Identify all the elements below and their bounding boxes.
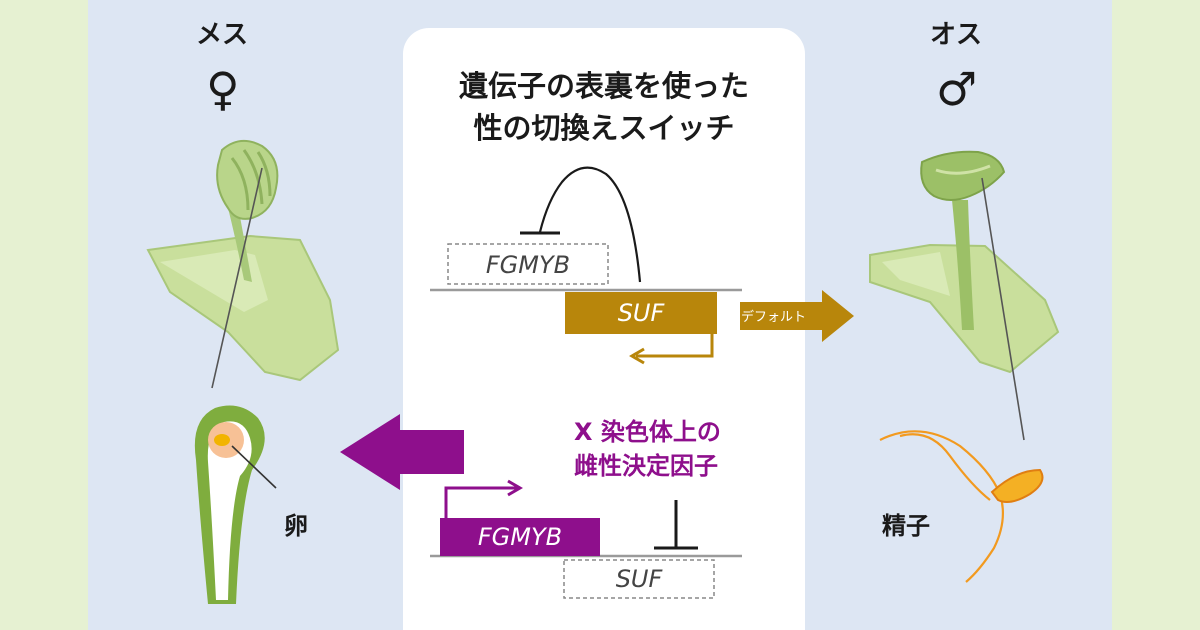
female-arrow [340,414,464,490]
male-label: オス [930,20,983,50]
female-label: メス [196,20,249,50]
factor-line-2: 雌性決定因子 [574,452,718,480]
factor-line-1: X 染色体上の [574,418,721,446]
top-suf-label: SUF [617,299,665,327]
bottom-gene-diagram [430,479,742,599]
male-symbol: ♂ [936,62,978,116]
bottom-suf-label: SUF [615,565,663,593]
default-arrow [740,290,854,342]
bottom-fgmyb-label: FGMYB [477,523,563,551]
sperm-label: 精子 [882,512,930,540]
top-fgmyb-label: FGMYB [485,251,571,279]
female-symbol: ♀ [206,62,240,116]
top-gene-diagram [430,166,742,365]
male-sperm [879,430,1044,583]
female-archegonium [194,405,277,604]
egg-label: 卵 [284,512,308,540]
default-arrow-label: デフォルト [741,310,807,325]
male-plant [869,150,1060,441]
title-line-2: 性の切換えスイッチ [473,111,735,145]
title-line-1: 遺伝子の表裏を使った [458,69,749,103]
female-plant [146,139,340,389]
